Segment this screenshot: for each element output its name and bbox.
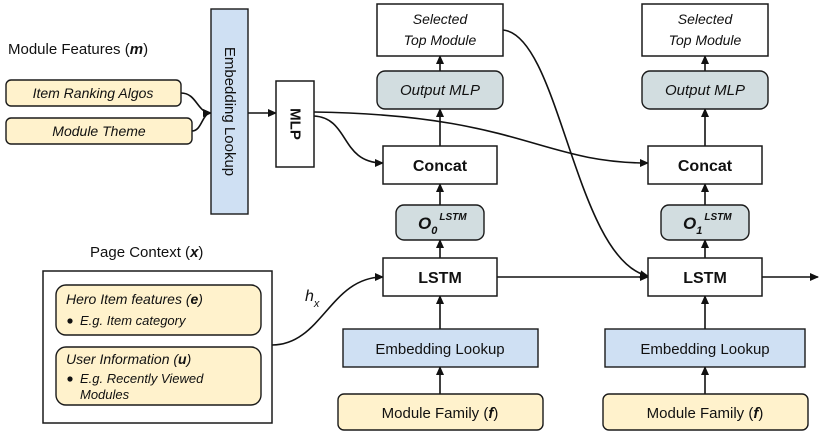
svg-text:Output MLP: Output MLP bbox=[665, 82, 745, 99]
feature-module-theme: Module Theme bbox=[5, 117, 193, 145]
svg-text:Embedding Lookup: Embedding Lookup bbox=[221, 47, 238, 176]
svg-text:Modules: Modules bbox=[80, 387, 130, 402]
svg-text:User Information (u): User Information (u) bbox=[66, 351, 191, 367]
hx-label: hx bbox=[305, 288, 320, 310]
svg-text:O1LSTM: O1LSTM bbox=[683, 212, 732, 237]
lstm-output-o1: O1LSTM bbox=[660, 204, 750, 241]
page-context-label: Page Context (x) bbox=[90, 244, 203, 261]
svg-text:MLP: MLP bbox=[287, 108, 304, 140]
edge-mlp-to-concat1 bbox=[313, 111, 649, 167]
edges bbox=[180, 29, 819, 394]
lstm-block: LSTM bbox=[647, 257, 763, 297]
module-family: Module Family (f) bbox=[602, 393, 809, 431]
svg-text:Top Module: Top Module bbox=[669, 32, 742, 48]
svg-text:Selected: Selected bbox=[678, 11, 734, 27]
svg-text:Output MLP: Output MLP bbox=[400, 82, 480, 99]
edge-theme-to-embedding bbox=[191, 109, 212, 132]
svg-text:Selected: Selected bbox=[413, 11, 469, 27]
bullet-icon bbox=[67, 376, 73, 382]
edge-ranking-to-embedding bbox=[180, 92, 212, 117]
mlp-block: MLP bbox=[275, 80, 315, 168]
svg-text:Top Module: Top Module bbox=[404, 32, 477, 48]
bullet-icon bbox=[67, 318, 73, 324]
svg-text:Concat: Concat bbox=[413, 158, 468, 175]
selected-top-module: Selected Top Module bbox=[376, 3, 504, 57]
concat-block: Concat bbox=[382, 145, 498, 185]
edge-selected0-to-lstm1 bbox=[502, 29, 649, 279]
edge-mlp-to-concat0 bbox=[313, 115, 384, 167]
svg-text:Hero Item features (e): Hero Item features (e) bbox=[66, 291, 203, 307]
svg-text:Module Family (f): Module Family (f) bbox=[382, 405, 499, 422]
concat-block: Concat bbox=[647, 145, 763, 185]
svg-text:O0LSTM: O0LSTM bbox=[418, 212, 467, 237]
user-information-box: User Information (u) E.g. Recently Viewe… bbox=[55, 346, 262, 406]
module-family: Module Family (f) bbox=[337, 393, 544, 431]
svg-text:E.g. Item category: E.g. Item category bbox=[80, 313, 187, 328]
svg-text:Concat: Concat bbox=[678, 158, 733, 175]
hero-item-features-box: Hero Item features (e) E.g. Item categor… bbox=[55, 284, 262, 336]
column-step-0: Selected Top Module Output MLP Concat O0… bbox=[337, 3, 544, 431]
svg-text:Embedding Lookup: Embedding Lookup bbox=[375, 341, 504, 358]
svg-text:LSTM: LSTM bbox=[683, 270, 727, 287]
lstm-block: LSTM bbox=[382, 257, 498, 297]
embedding-lookup: Embedding Lookup bbox=[342, 328, 539, 368]
svg-text:LSTM: LSTM bbox=[418, 270, 462, 287]
output-mlp: Output MLP bbox=[376, 70, 504, 110]
column-step-1: Selected Top Module Output MLP Concat O1… bbox=[602, 3, 809, 431]
embedding-lookup-vertical: Embedding Lookup bbox=[210, 8, 249, 215]
embedding-lookup: Embedding Lookup bbox=[604, 328, 806, 368]
edge-context-to-lstm0 bbox=[271, 273, 384, 346]
svg-text:Module Theme: Module Theme bbox=[52, 123, 146, 139]
svg-text:Module Family (f): Module Family (f) bbox=[647, 405, 764, 422]
feature-item-ranking-algos: Item Ranking Algos bbox=[5, 79, 182, 107]
svg-text:Item Ranking Algos: Item Ranking Algos bbox=[33, 85, 154, 101]
svg-text:Embedding Lookup: Embedding Lookup bbox=[640, 341, 769, 358]
output-mlp: Output MLP bbox=[641, 70, 769, 110]
svg-text:E.g. Recently Viewed: E.g. Recently Viewed bbox=[80, 371, 204, 386]
module-features-label: Module Features (m) bbox=[8, 41, 148, 58]
selected-top-module: Selected Top Module bbox=[641, 3, 769, 57]
lstm-output-o0: O0LSTM bbox=[395, 204, 485, 241]
